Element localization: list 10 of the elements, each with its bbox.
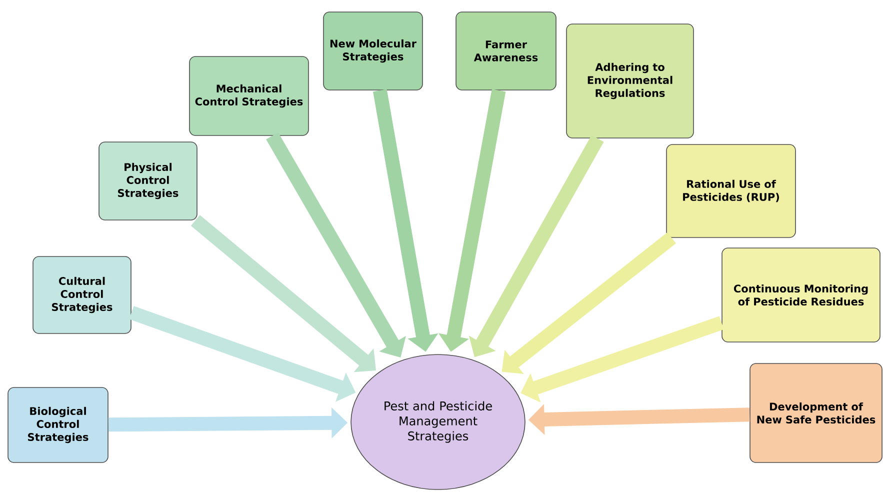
strategy-box: Biological Control Strategies bbox=[8, 387, 108, 463]
strategy-box: Farmer Awareness bbox=[456, 12, 556, 90]
strategy-box: Continuous Monitoring of Pesticide Residues bbox=[722, 248, 880, 342]
strategy-box: New Molecular Strategies bbox=[323, 12, 423, 90]
strategy-box: Development of New Safe Pesticides bbox=[750, 363, 882, 463]
strategy-box: Rational Use of Pesticides (RUP) bbox=[666, 144, 796, 238]
strategy-box: Adhering to Environmental Regulations bbox=[566, 24, 694, 138]
strategy-box: Physical Control Strategies bbox=[98, 142, 198, 220]
strategy-box: Cultural Control Strategies bbox=[32, 256, 132, 334]
strategy-box: Mechanical Control Strategies bbox=[189, 56, 309, 136]
